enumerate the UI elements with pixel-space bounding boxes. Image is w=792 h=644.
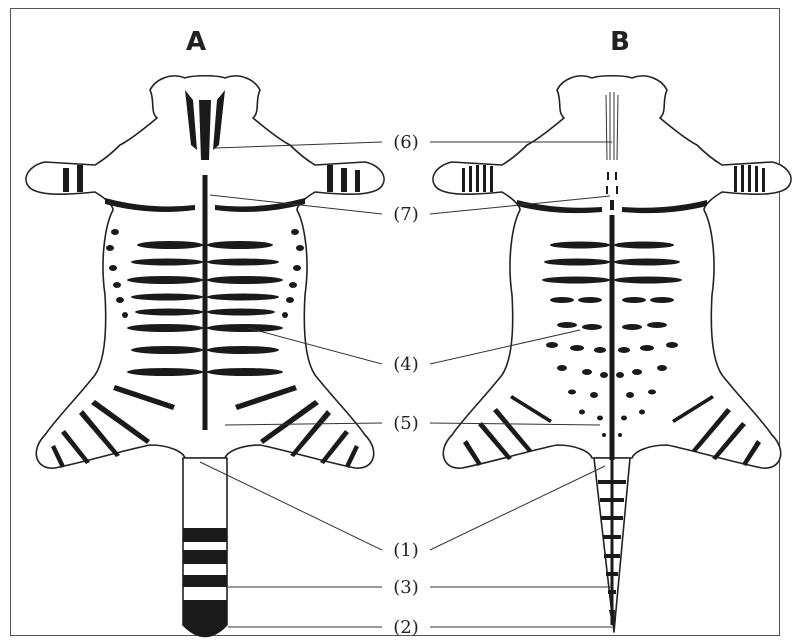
panel-b-label: B [610,27,630,57]
pelt-b [433,76,791,632]
callout-6: (6) [393,132,419,153]
callout-7: (7) [393,204,419,225]
callout-2: (2) [393,617,419,638]
callout-3: (3) [393,577,419,598]
callout-4: (4) [393,354,419,375]
dorsal-stripe-a [203,175,208,430]
dorsal-stripe-b [610,215,615,460]
panel-a-label: A [186,27,206,57]
callout-5: (5) [393,413,419,434]
pelt-a [26,76,384,637]
callout-1: (1) [393,540,419,561]
